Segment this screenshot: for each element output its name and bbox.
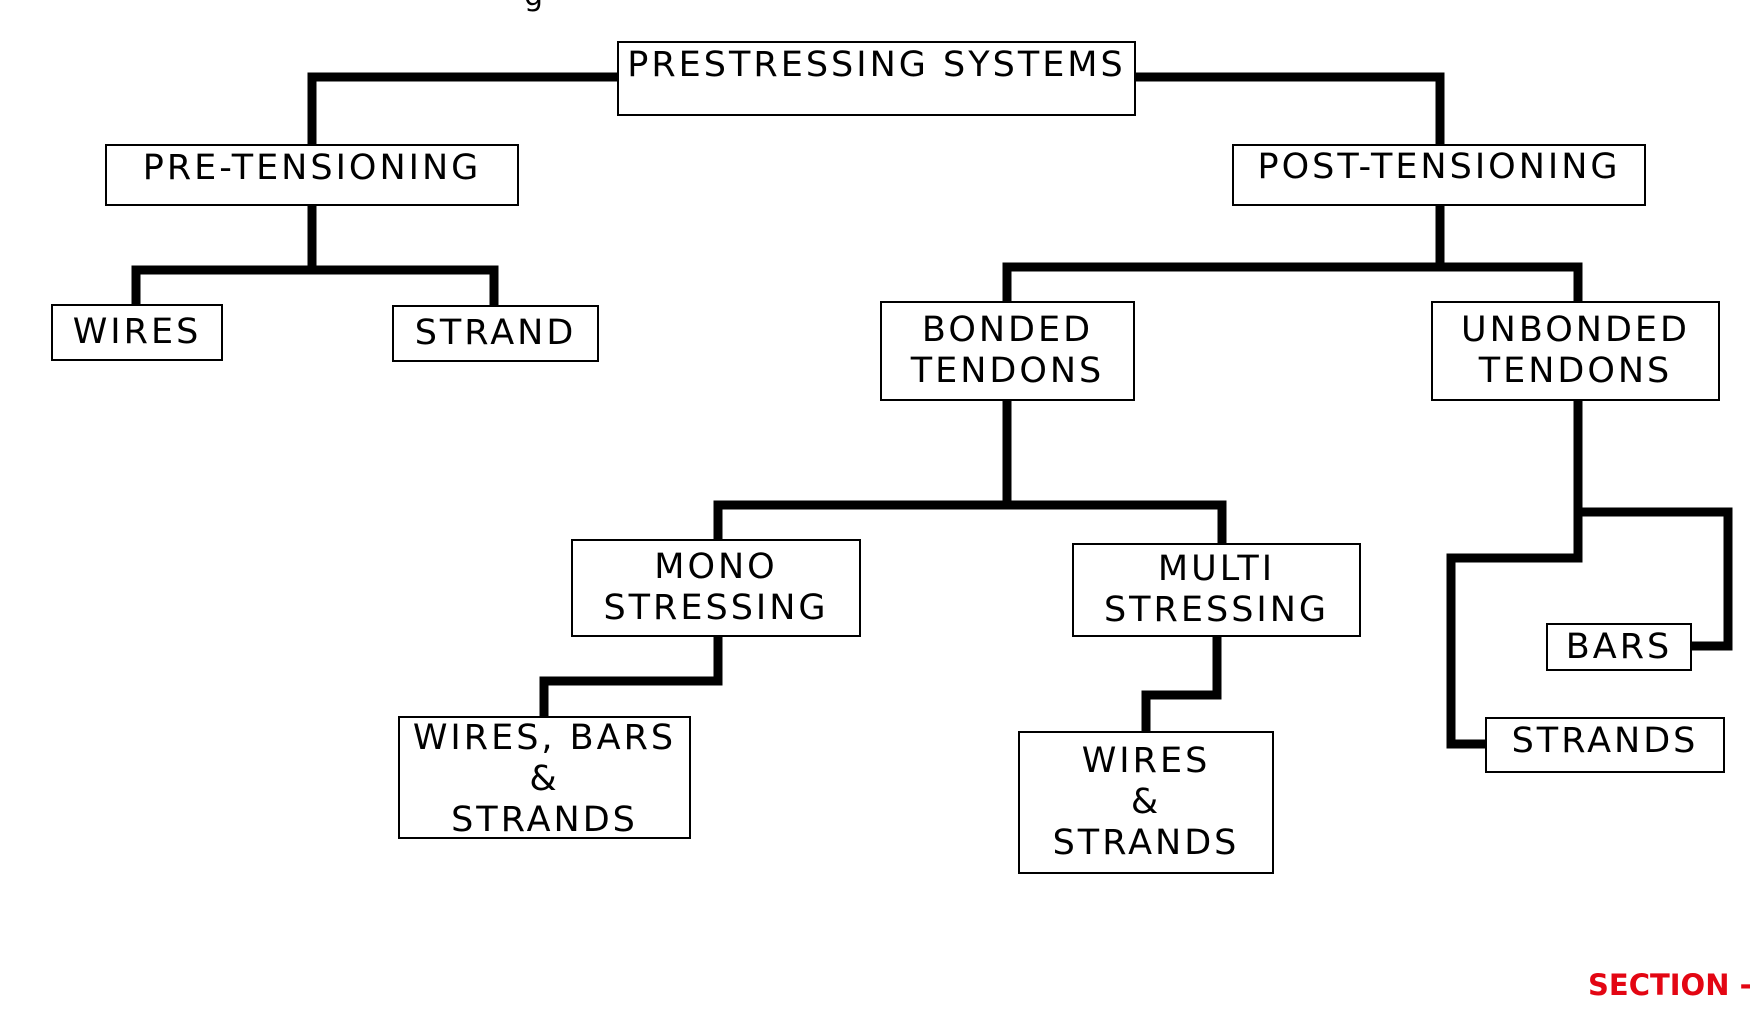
- node-label-line1: BONDED: [921, 310, 1094, 350]
- node-label-line3: STRANDS: [1052, 823, 1240, 863]
- node-label: WIRES: [72, 312, 202, 352]
- node-label-line1: MULTI: [1157, 549, 1276, 589]
- section-label: SECTION -: [1588, 968, 1750, 1002]
- node-label: BARS: [1565, 626, 1673, 667]
- node-label-line2: &: [529, 759, 560, 799]
- node-strand: STRAND: [392, 305, 599, 362]
- node-label-line2: TENDONS: [910, 351, 1105, 391]
- node-prestressing-systems: PRESTRESSING SYSTEMS: [617, 41, 1136, 116]
- node-unbonded-tendons: UNBONDED TENDONS: [1431, 301, 1720, 401]
- node-label-line1: WIRES: [1081, 741, 1211, 781]
- node-label-line3: STRANDS: [451, 800, 638, 840]
- node-label-line2: &: [1130, 782, 1162, 822]
- node-bars: BARS: [1546, 623, 1692, 671]
- node-pre-tensioning: PRE-TENSIONING: [105, 144, 519, 206]
- node-mono-stressing: MONO STRESSING: [571, 539, 861, 637]
- node-wires: WIRES: [51, 304, 223, 361]
- node-bonded-tendons: BONDED TENDONS: [880, 301, 1135, 401]
- node-label: STRAND: [414, 313, 577, 353]
- connector-multi-child: [1141, 631, 1222, 737]
- clipped-header-text: g: [524, 0, 543, 13]
- node-label: PRE-TENSIONING: [142, 148, 482, 188]
- node-label: PRESTRESSING SYSTEMS: [627, 45, 1126, 85]
- connector-root-pre: [307, 72, 622, 150]
- node-post-tensioning: POST-TENSIONING: [1232, 144, 1646, 206]
- connector-mono-child: [539, 631, 723, 722]
- node-wires-strands: WIRES & STRANDS: [1018, 731, 1274, 874]
- node-label-line1: MONO: [654, 547, 778, 587]
- connector-unbonded-strands: [1446, 507, 1583, 749]
- node-label-line1: WIRES, BARS: [412, 718, 677, 758]
- node-label: POST-TENSIONING: [1257, 147, 1621, 187]
- connector-post-bonded-unbonded: [1002, 262, 1583, 307]
- connector-root-post: [1130, 72, 1445, 150]
- node-label-line2: STRESSING: [1103, 590, 1330, 630]
- node-strands: STRANDS: [1485, 717, 1725, 773]
- connector-pre-wires-strand: [131, 265, 499, 311]
- node-label-line2: TENDONS: [1478, 351, 1673, 391]
- node-label-line2: STRESSING: [603, 588, 829, 628]
- node-label: STRANDS: [1511, 721, 1699, 761]
- node-wires-bars-strands: WIRES, BARS & STRANDS: [398, 716, 691, 840]
- node-multi-stressing: MULTI STRESSING: [1072, 543, 1361, 637]
- connector-unbonded-bars: [1573, 395, 1733, 651]
- connector-bonded-mono-multi: [713, 500, 1227, 550]
- node-label-line1: UNBONDED: [1461, 310, 1690, 350]
